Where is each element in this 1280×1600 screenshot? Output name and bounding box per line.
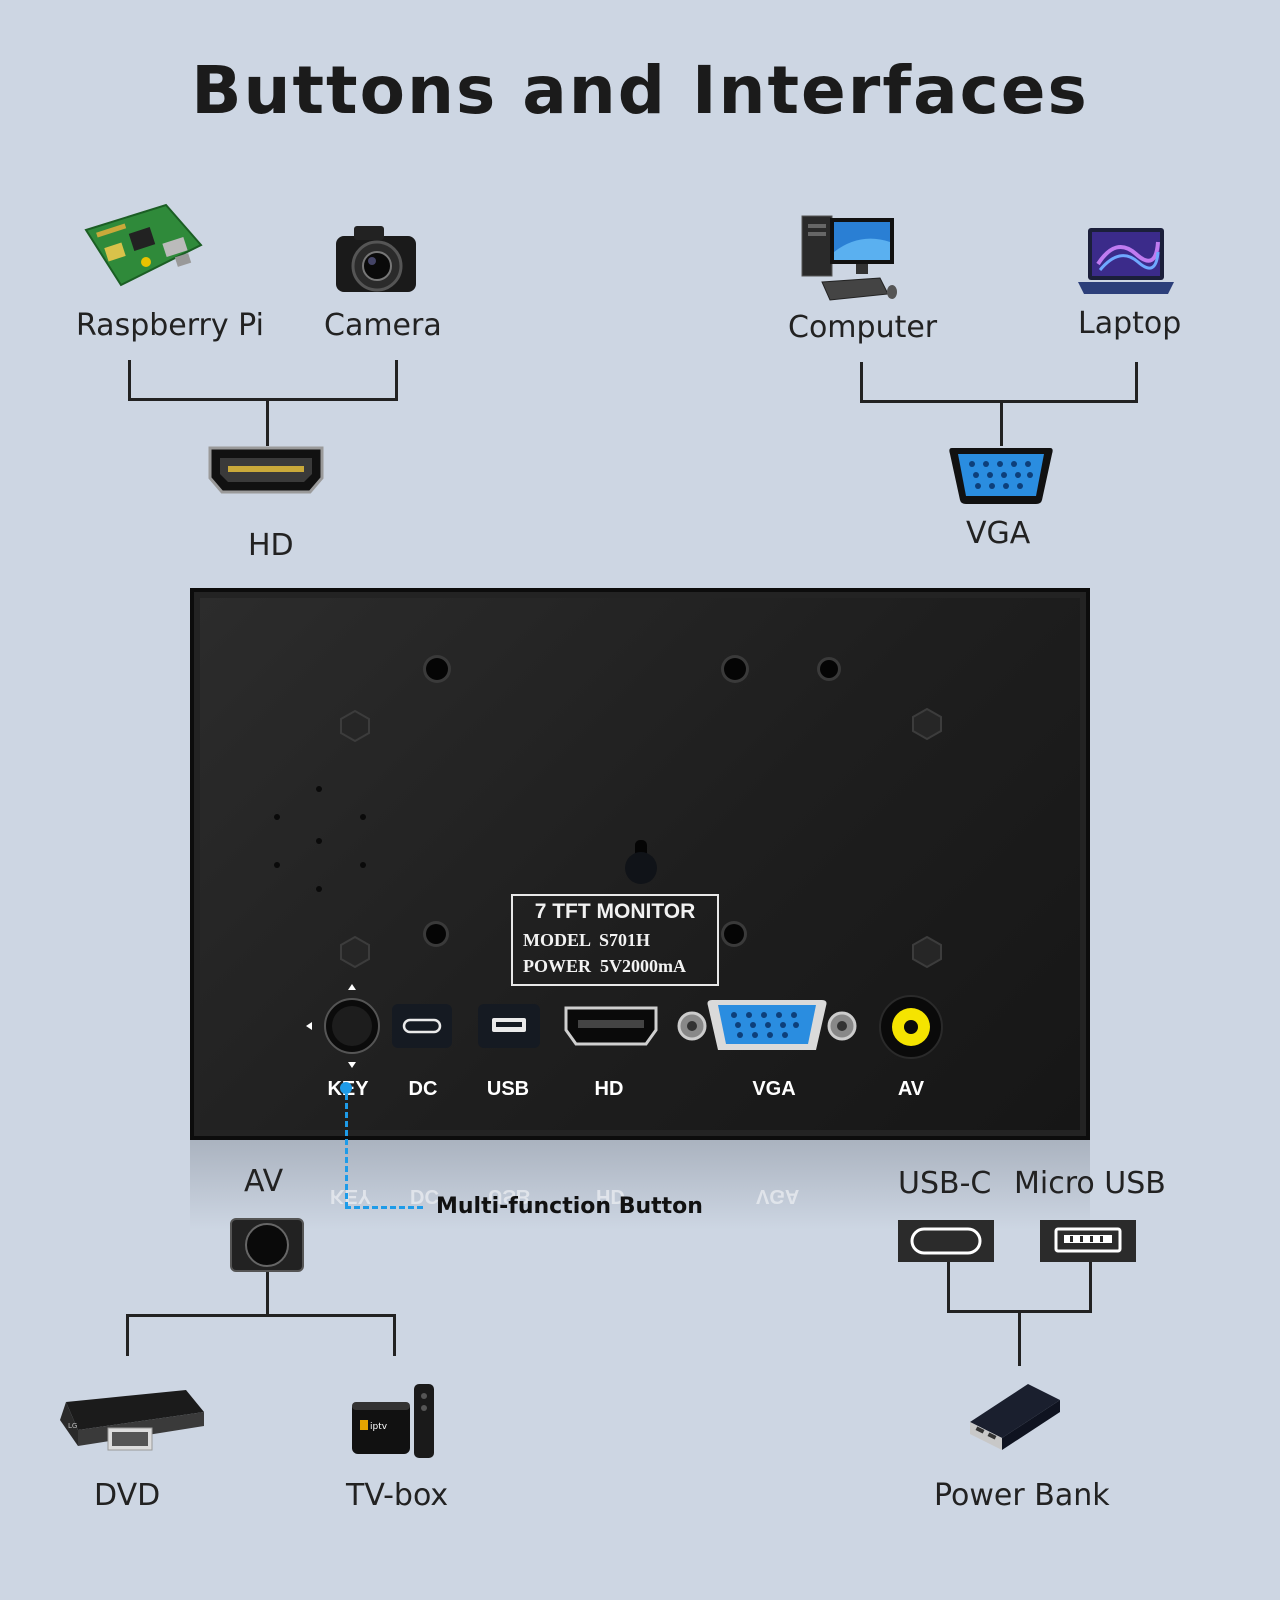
hex-screw — [340, 936, 370, 968]
camera-icon — [332, 218, 422, 298]
reflection-key: KEY — [330, 1185, 372, 1207]
mount-hole — [426, 924, 446, 944]
hd-label: HD — [248, 528, 294, 563]
speaker-grille — [272, 786, 372, 896]
page-title: Buttons and Interfaces — [191, 52, 1089, 129]
reflection-vga: VGA — [756, 1185, 800, 1207]
raspberry-pi-label: Raspberry Pi — [76, 308, 264, 343]
dc-port[interactable] — [392, 1004, 452, 1048]
micro-usb-stem — [1089, 1262, 1092, 1312]
panel-reflection — [190, 1140, 1090, 1230]
callout-line-horizontal — [345, 1206, 423, 1209]
vga-port-label: VGA — [752, 1078, 796, 1100]
mount-hole — [724, 924, 744, 944]
hex-screw — [912, 708, 942, 740]
hd-port-label: HD — [594, 1078, 624, 1100]
av-connector-icon — [230, 1218, 304, 1272]
multi-function-key[interactable] — [306, 984, 398, 1068]
vga-connector-stem — [1000, 402, 1003, 446]
power-bank-label: Power Bank — [934, 1478, 1110, 1513]
micro-usb-label: Micro USB — [1014, 1166, 1166, 1201]
hd-connector-stem — [266, 400, 269, 446]
vga-port[interactable] — [674, 996, 860, 1056]
power-stem — [1018, 1310, 1021, 1366]
vga-connector-bracket — [860, 362, 1138, 403]
raspberry-pi-icon — [76, 200, 206, 290]
hex-screw — [340, 710, 370, 742]
tv-box-label: TV-box — [346, 1478, 449, 1513]
power-bank-icon — [964, 1378, 1064, 1454]
usb-port[interactable] — [478, 1004, 540, 1048]
tv-box-icon: iptv — [352, 1384, 438, 1458]
callout-line-vertical — [345, 1094, 348, 1208]
mount-hole — [820, 660, 838, 678]
mount-hole — [426, 658, 448, 680]
hex-screw — [912, 936, 942, 968]
vga-label: VGA — [966, 516, 1031, 551]
model-sticker: 7 TFT MONITOR MODEL S701H POWER 5V2000mA — [511, 894, 719, 986]
usb-c-stem — [947, 1262, 950, 1312]
usb-port-label: USB — [486, 1078, 530, 1100]
av-branch-right — [393, 1314, 396, 1356]
av-label: AV — [244, 1164, 284, 1199]
dvd-label: DVD — [94, 1478, 161, 1513]
sticker-title: 7 TFT MONITOR — [534, 900, 696, 923]
sticker-power: POWER 5V2000mA — [523, 956, 686, 976]
av-connector-stem — [266, 1272, 269, 1316]
hd-connector-bracket — [128, 360, 398, 401]
laptop-label: Laptop — [1078, 306, 1182, 341]
laptop-icon — [1076, 224, 1176, 300]
usb-c-label: USB-C — [898, 1166, 992, 1201]
av-port[interactable] — [878, 994, 944, 1060]
vga-port-icon — [946, 444, 1056, 508]
svg-text:iptv: iptv — [370, 1422, 388, 1432]
svg-text:LG: LG — [68, 1422, 77, 1430]
callout-dot — [340, 1082, 352, 1094]
hdmi-port-icon — [206, 444, 326, 498]
av-port-label: AV — [897, 1078, 925, 1100]
sticker-model: MODEL S701H — [523, 930, 651, 950]
dc-port-label: DC — [408, 1078, 438, 1100]
computer-label: Computer — [788, 310, 938, 345]
dvd-player-icon: LG — [56, 1386, 206, 1456]
camera-label: Camera — [324, 308, 442, 343]
usb-c-connector-icon — [898, 1220, 994, 1262]
hd-port[interactable] — [564, 1004, 658, 1048]
mount-hole — [724, 658, 746, 680]
av-branch-left — [126, 1314, 129, 1356]
multi-function-label: Multi-function Button — [436, 1194, 703, 1219]
desktop-computer-icon — [800, 212, 900, 302]
hanging-slot — [624, 840, 658, 886]
reflection-dc: DC — [410, 1185, 439, 1207]
av-branch — [126, 1314, 396, 1317]
micro-usb-connector-icon — [1040, 1220, 1136, 1262]
